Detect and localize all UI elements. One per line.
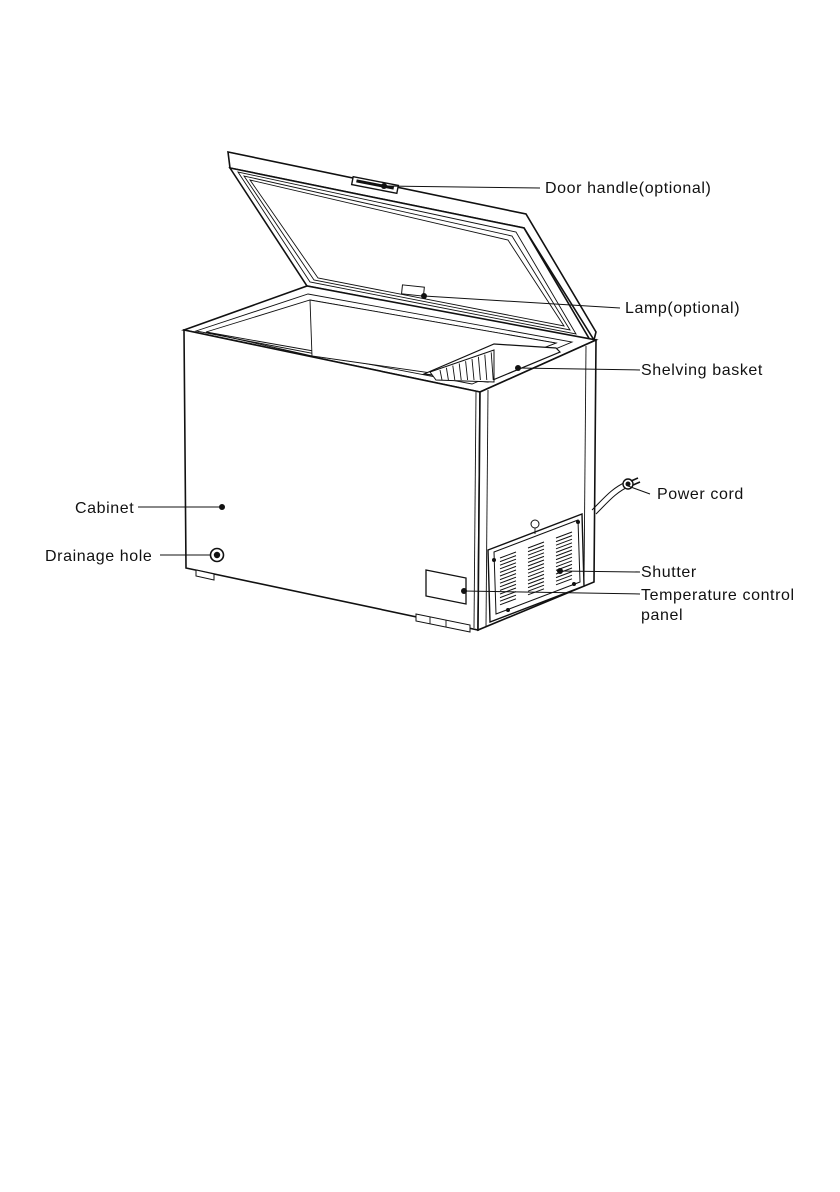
lamp: [402, 285, 425, 296]
label-lamp: Lamp(optional): [625, 300, 740, 317]
label-temperature-control: Temperature control: [641, 587, 795, 604]
label-power-cord: Power cord: [657, 486, 744, 503]
label-drainage-hole: Drainage hole: [45, 548, 152, 565]
label-shutter: Shutter: [641, 564, 697, 581]
drainage-hole: [211, 549, 224, 562]
label-shelving-basket: Shelving basket: [641, 362, 763, 379]
label-temperature-control-line2: panel: [641, 607, 683, 624]
label-door-handle: Door handle(optional): [545, 180, 711, 197]
power-cord: [592, 478, 640, 514]
label-cabinet: Cabinet: [75, 500, 134, 517]
